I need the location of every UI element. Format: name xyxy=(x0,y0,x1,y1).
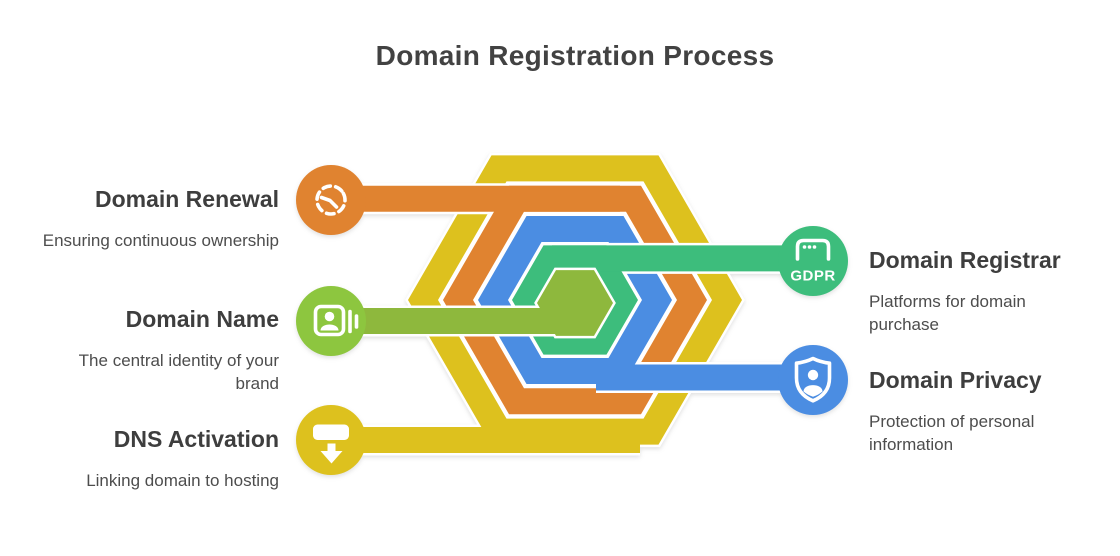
hexagon-ring-yellow xyxy=(303,152,745,456)
contact-card-icon xyxy=(313,304,359,337)
item-label: DNS Activation xyxy=(113,426,279,452)
item-domain-privacy: Domain Privacy Protection of personal in… xyxy=(869,367,1081,456)
item-label: Domain Registrar xyxy=(869,247,1061,273)
item-description: Platforms for domain purchase xyxy=(869,292,1026,334)
icon-badge-domain-registrar: GDPR xyxy=(778,226,848,296)
item-domain-registrar: Domain Registrar Platforms for domain pu… xyxy=(869,247,1081,336)
shield-user-icon xyxy=(794,356,832,403)
icon-badge-domain-privacy xyxy=(778,345,848,415)
item-description: Ensuring continuous ownership xyxy=(42,231,279,250)
item-domain-name: Domain Name The central identity of your… xyxy=(41,306,279,395)
item-description: Linking domain to hosting xyxy=(86,471,279,490)
gdpr-badge-label: GDPR xyxy=(790,268,835,285)
page-title: Domain Registration Process xyxy=(375,40,775,71)
icon-badge-dns-activation xyxy=(296,405,366,475)
download-arrow-icon xyxy=(313,424,349,464)
icon-badge-domain-name xyxy=(296,286,366,356)
browser-window-icon xyxy=(795,238,831,261)
item-label: Domain Privacy xyxy=(869,367,1042,393)
item-dns-activation: DNS Activation Linking domain to hosting xyxy=(41,426,279,492)
item-label: Domain Renewal xyxy=(94,186,279,212)
icon-badge-domain-renewal xyxy=(296,165,366,235)
history-clock-icon xyxy=(315,184,347,216)
item-description: The central identity of your brand xyxy=(78,351,279,393)
item-description: Protection of personal information xyxy=(869,412,1035,454)
item-label: Domain Name xyxy=(125,306,279,332)
hexagon-center xyxy=(303,267,616,339)
item-domain-renewal: Domain Renewal Ensuring continuous owner… xyxy=(41,186,279,252)
